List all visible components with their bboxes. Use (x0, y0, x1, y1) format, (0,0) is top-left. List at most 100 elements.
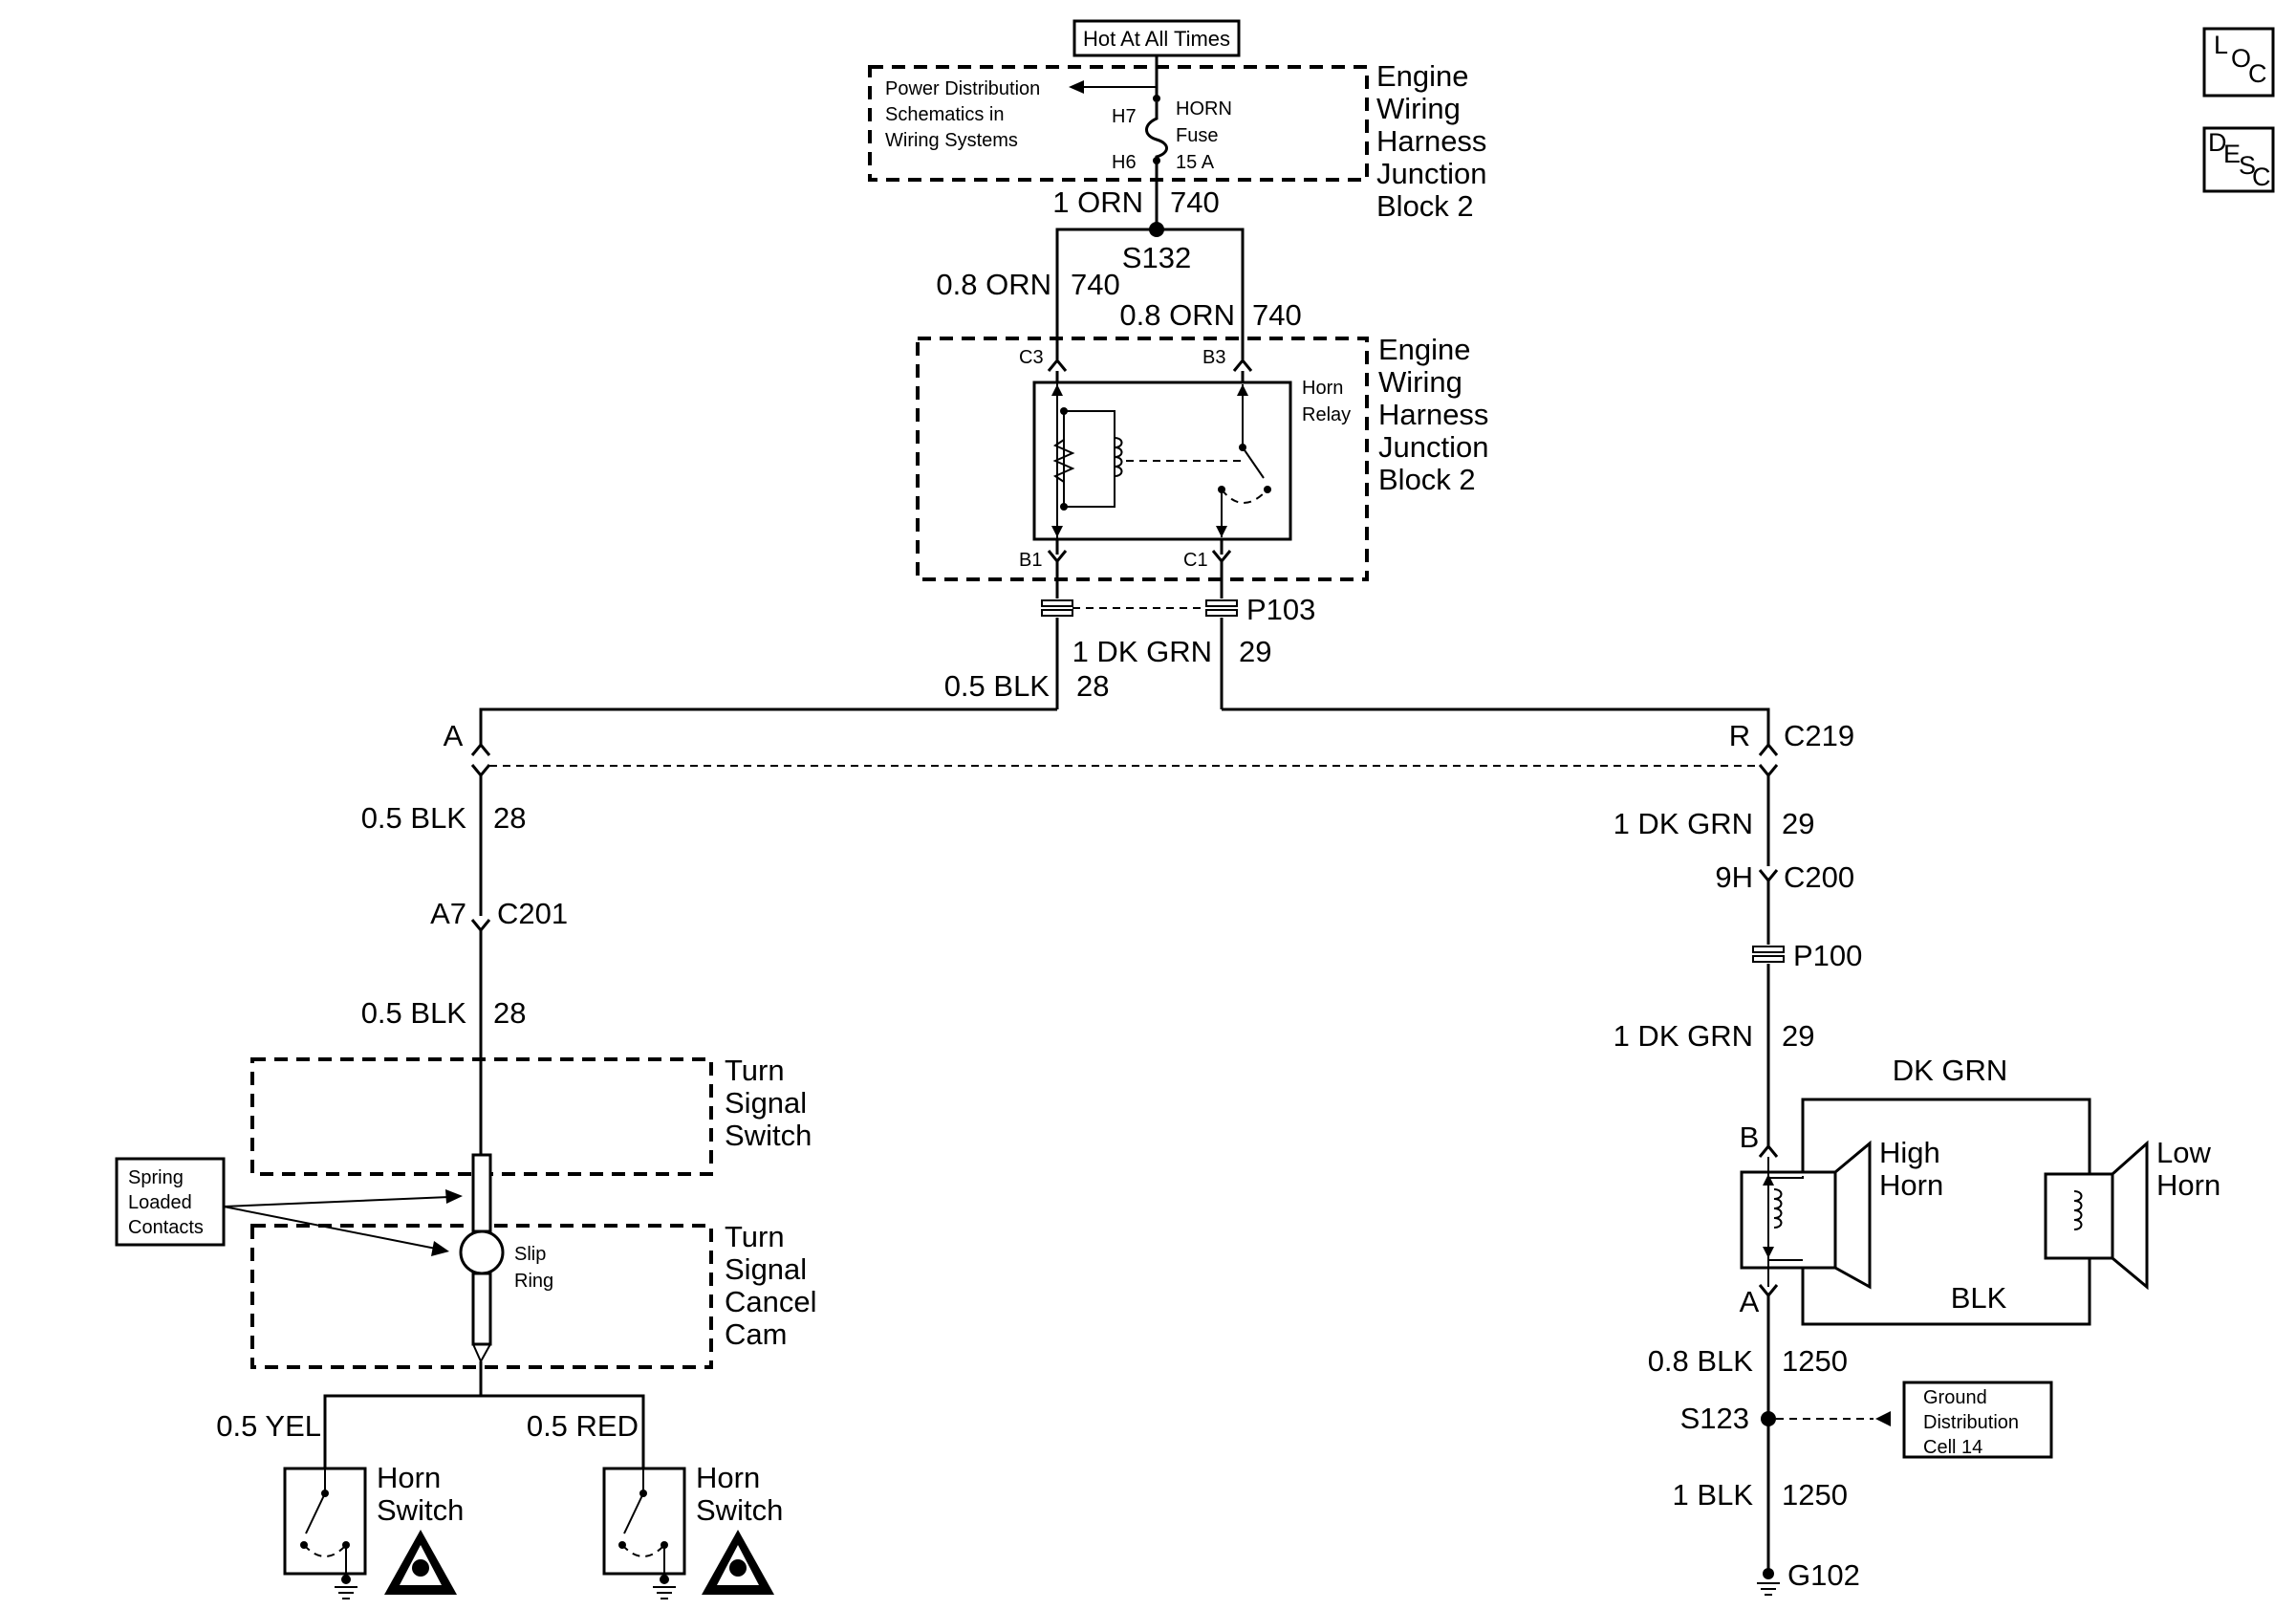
splice-s123-label: S123 (1680, 1402, 1749, 1435)
connector-pin-r: R (1729, 719, 1750, 752)
horn-switch-left (283, 1467, 367, 1599)
horn-switch-right-line-2: Switch (696, 1493, 783, 1527)
block-name-top-line-3: Harness (1376, 124, 1486, 158)
cancel-cam-line-2: Signal (725, 1252, 807, 1286)
horn-pin-b: B (1740, 1120, 1760, 1154)
ground-g102-label: G102 (1787, 1558, 1860, 1592)
relay-resistor-icon (1052, 439, 1075, 483)
svg-text:O: O (2231, 44, 2251, 73)
ground-distribution-note (1902, 1381, 2053, 1459)
svg-text:E: E (2223, 140, 2241, 168)
horn-switch-left-line-1: Horn (377, 1461, 441, 1494)
block-name-relay-line-2: Wiring (1378, 365, 1462, 399)
plug-p103-left-icon (1041, 599, 1073, 617)
connector-c219-a-icon (470, 742, 491, 756)
svg-text:D: D (2208, 128, 2227, 157)
relay-pin-c1: C1 (1183, 550, 1208, 571)
arrow-icon (1875, 1411, 1891, 1426)
block-name-top-line-2: Wiring (1376, 92, 1461, 125)
low-horn-icon (2111, 1140, 2149, 1291)
connector-c201-label: C201 (497, 897, 568, 930)
arrow-icon (445, 1189, 463, 1204)
splice-s123-dot (1761, 1411, 1776, 1426)
block-name-relay-line-5: Block 2 (1378, 463, 1476, 496)
horn-relay (1032, 381, 1292, 541)
horn-pin-a: A (1740, 1285, 1760, 1318)
steering-column-upper (471, 1153, 492, 1233)
arrow-icon (431, 1241, 449, 1256)
connector-pin-9h: 9H (1715, 860, 1753, 894)
wire-label-right-dk-grn-1: 1 DK GRN (1614, 807, 1753, 840)
high-horn-coil-icon (1773, 1188, 1783, 1229)
plug-p103-label: P103 (1246, 593, 1315, 626)
connector-b3-icon (1232, 358, 1253, 372)
splice-s132-label: S132 (1122, 241, 1191, 274)
fuse-block-outline (868, 65, 1369, 182)
cancel-cam-line-4: Cam (725, 1317, 787, 1351)
wire-circuit-left-28-1: 28 (493, 801, 526, 835)
loc-button[interactable]: L O C (2202, 27, 2275, 98)
cancel-cam-line-1: Turn (725, 1220, 785, 1253)
spring-loaded-contacts-note (115, 1157, 226, 1247)
airbag-warning-icon (384, 1530, 457, 1595)
slip-ring-line-2: Ring (514, 1271, 553, 1292)
low-horn-line-1: Low (2156, 1136, 2211, 1169)
wire-label-1-blk: 1 BLK (1673, 1478, 1754, 1512)
slip-ring-icon (459, 1229, 505, 1275)
wire-circuit-29-mid: 29 (1239, 635, 1271, 668)
wire-label-0-8-orn-right: 0.8 ORN (1119, 298, 1235, 332)
airbag-warning-icon (702, 1530, 774, 1595)
high-horn-icon (1833, 1140, 1872, 1290)
high-horn-line-2: Horn (1879, 1168, 1943, 1202)
wire-label-left-blk-2: 0.5 BLK (361, 996, 467, 1030)
wire-circuit-right-29-1: 29 (1782, 807, 1814, 840)
power-distribution-note-line-3: Wiring Systems (885, 130, 1018, 151)
wire-label-0-5-red: 0.5 RED (527, 1409, 639, 1443)
wire-circuit-740-left: 740 (1071, 268, 1120, 301)
hot-at-all-times-box: Hot At All Times (1072, 19, 1241, 57)
wire-label-dk-grn-loop: DK GRN (1893, 1054, 2008, 1087)
turn-switch-line-3: Switch (725, 1119, 812, 1152)
spring-note-line-2: Loaded (128, 1192, 192, 1213)
ground-symbol-icon (1757, 1582, 1780, 1596)
power-distribution-note-line-1: Power Distribution (885, 78, 1040, 99)
wire-circuit-28-mid: 28 (1076, 669, 1109, 703)
connector-c200-icon (1758, 869, 1779, 883)
plug-p100-label: P100 (1793, 939, 1862, 972)
block-name-relay-line-4: Junction (1378, 430, 1488, 464)
svg-text:C: C (2248, 59, 2267, 88)
wire-label-0-8-blk: 0.8 BLK (1648, 1344, 1754, 1378)
ground-note-line-2: Distribution (1923, 1412, 2019, 1433)
connector-c219-r-icon (1758, 742, 1779, 756)
relay-block-outline (916, 337, 1369, 581)
low-horn (2044, 1140, 2149, 1291)
ground-note-line-3: Cell 14 (1923, 1437, 1982, 1458)
wire-label-blk-loop: BLK (1951, 1281, 2007, 1315)
spring-note-line-3: Contacts (128, 1217, 204, 1238)
fuse-pin-h7: H7 (1112, 106, 1137, 127)
wire-label-dk-grn-mid: 1 DK GRN (1072, 635, 1212, 668)
svg-text:C: C (2252, 163, 2271, 191)
horn-switch-right-line-1: Horn (696, 1461, 760, 1494)
connector-c200-label: C200 (1784, 860, 1854, 894)
svg-text:L: L (2214, 31, 2228, 59)
low-horn-line-2: Horn (2156, 1168, 2220, 1202)
connector-b-icon (1758, 1143, 1779, 1158)
turn-switch-line-1: Turn (725, 1054, 785, 1087)
relay-switch-contact-icon (1242, 446, 1265, 479)
relay-coil-icon (1114, 437, 1123, 477)
fuse-name-line-1: HORN (1176, 98, 1232, 120)
block-name-relay-line-3: Harness (1378, 398, 1488, 431)
wire-label-blk-mid: 0.5 BLK (944, 669, 1051, 703)
turn-switch-line-2: Signal (725, 1086, 807, 1120)
block-name-top-line-1: Engine (1376, 59, 1469, 93)
connector-pin-a7: A7 (430, 897, 466, 930)
connector-c219-label: C219 (1784, 719, 1854, 752)
wire-circuit-740: 740 (1170, 185, 1220, 219)
high-horn (1740, 1140, 1872, 1298)
slip-ring-line-1: Slip (514, 1244, 546, 1265)
fuse-pin-h6: H6 (1112, 152, 1137, 173)
steering-column-lower (471, 1272, 492, 1346)
ground-note-line-1: Ground (1923, 1387, 1987, 1408)
desc-button[interactable]: D E S C (2202, 126, 2275, 193)
